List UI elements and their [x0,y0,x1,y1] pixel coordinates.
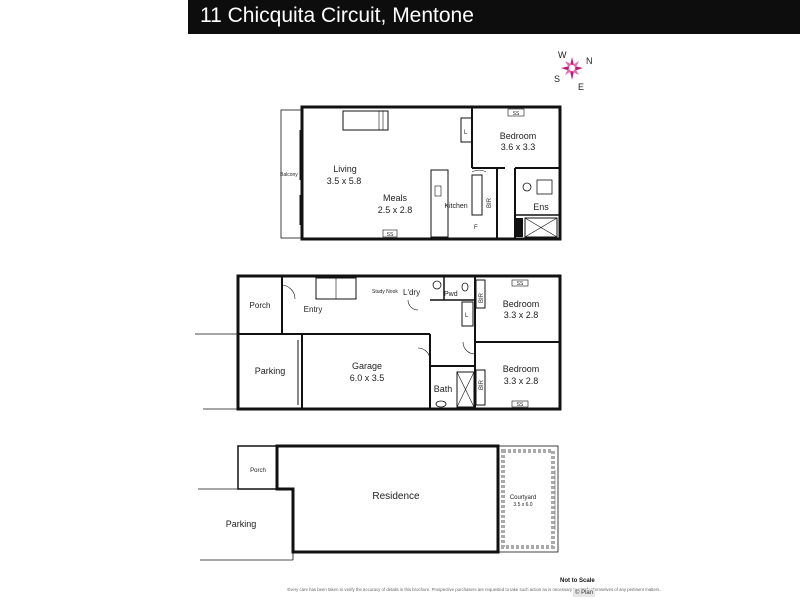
site-residence-label: Residence [372,491,420,502]
site-parking-label: Parking [226,519,257,529]
ground-parking-label: Parking [255,366,286,376]
upper-meals-name: Meals [383,193,408,203]
upper-ens-label: Ens [533,202,549,212]
not-to-scale-label: Not to Scale [560,578,595,584]
ground-bedroom-b-size: 3.3 x 2.8 [504,376,539,386]
ground-ss-label-b: SS [517,402,524,408]
ground-bath-label: Bath [434,384,453,394]
upper-floor-plan [280,105,562,241]
ground-bedroom-b-name: Bedroom [503,364,540,374]
compass-e: E [578,82,584,92]
upper-living-size: 3.5 x 5.8 [327,176,362,186]
ground-garage-name: Garage [352,361,382,371]
upper-kitchen-label: Kitchen [444,203,467,210]
ground-bir-label-a: BIR [479,292,485,303]
upper-ss-label-b: SS [513,111,520,117]
upper-fridge-label: F [474,225,478,231]
ground-powder-label: Pwd [444,291,458,298]
upper-living-name: Living [333,164,357,174]
upper-meals-size: 2.5 x 2.8 [378,205,413,215]
ground-study-nook-label: Study Nook [372,289,398,295]
compass-s: S [554,74,560,84]
ground-ss-label-a: SS [517,281,524,287]
ground-bir-label-b: BIR [479,379,485,390]
upper-ss-label-a: SS [387,232,394,238]
ground-bedroom-a-size: 3.3 x 2.8 [504,310,539,320]
ground-linen-label: L [465,313,469,319]
upper-bedroom-name: Bedroom [500,131,537,141]
upper-linen-label: L [464,130,468,136]
site-porch-label: Porch [250,468,266,474]
compass-icon: W N S E [554,50,593,92]
ground-garage-size: 6.0 x 3.5 [350,373,385,383]
site-plan [198,444,559,561]
compass-n: N [586,56,593,66]
disclaimer-text: Every care has been taken to verify the … [287,587,661,592]
ground-entry-label: Entry [304,305,323,314]
watermark: © Plan [573,589,596,597]
upper-balcony-label: Balcony [280,172,298,178]
title-bar: 11 Chicquita Circuit, Mentone [188,0,800,34]
ground-laundry-label: L'dry [403,288,420,297]
ground-porch-label: Porch [250,301,271,310]
ground-bedroom-a-name: Bedroom [503,299,540,309]
upper-bedroom-size: 3.6 x 3.3 [501,142,536,152]
upper-bir-label: BIR [487,197,493,208]
page-title: 11 Chicquita Circuit, Mentone [200,4,474,27]
ground-floor-plan [195,274,562,411]
compass-w: W [558,50,567,60]
site-courtyard-name: Courtyard [510,495,536,501]
site-courtyard-size: 3.5 x 6.0 [513,502,532,508]
